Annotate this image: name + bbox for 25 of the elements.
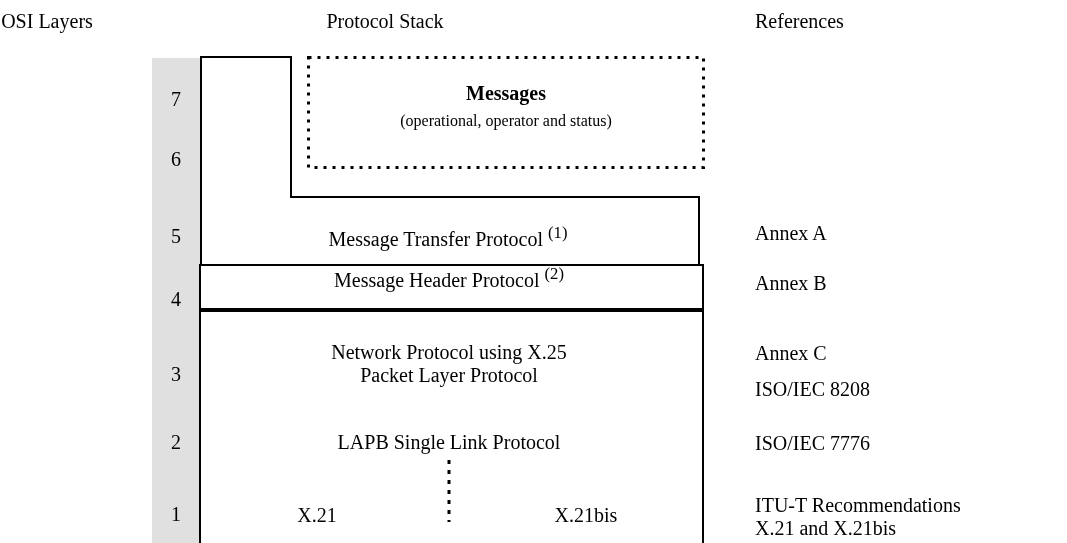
layer-number: 2 — [171, 431, 181, 454]
layer-number: 5 — [171, 225, 181, 248]
layer-number: 1 — [171, 503, 181, 526]
reference-text: ISO/IEC 8208 — [755, 378, 870, 401]
layer-band — [152, 58, 200, 543]
reference-text: Annex C — [755, 342, 827, 365]
layer-number: 6 — [171, 148, 181, 171]
protocol-label: LAPB Single Link Protocol — [337, 431, 561, 454]
layer-number: 4 — [171, 288, 181, 311]
column-heading: Protocol Stack — [326, 10, 444, 33]
reference-text: Annex B — [755, 272, 827, 295]
layer-number: 7 — [171, 88, 181, 111]
protocol-label: Network Protocol using X.25 Packet Layer Protocol — [330, 341, 568, 387]
protocol-label: Message Transfer Protocol $^{(1)}$ — [328, 223, 568, 251]
protocol-label: X.21 — [297, 504, 337, 527]
reference-text: ITU-T Recommendations X.21 and X.21bis — [755, 494, 962, 540]
protocol-label: X.21bis — [554, 504, 618, 527]
reference-text: Annex A — [755, 222, 827, 245]
column-heading: References — [755, 10, 844, 33]
messages-heading: Messages — [466, 82, 546, 105]
reference-text: ISO/IEC 7776 — [755, 432, 870, 455]
layer-number: 3 — [171, 363, 181, 386]
column-heading: OSI Layers — [1, 10, 93, 33]
protocol-label: Message Header Protocol $^{(2)}$ — [334, 264, 564, 292]
messages-description: (operational, operator and status) — [400, 112, 612, 131]
